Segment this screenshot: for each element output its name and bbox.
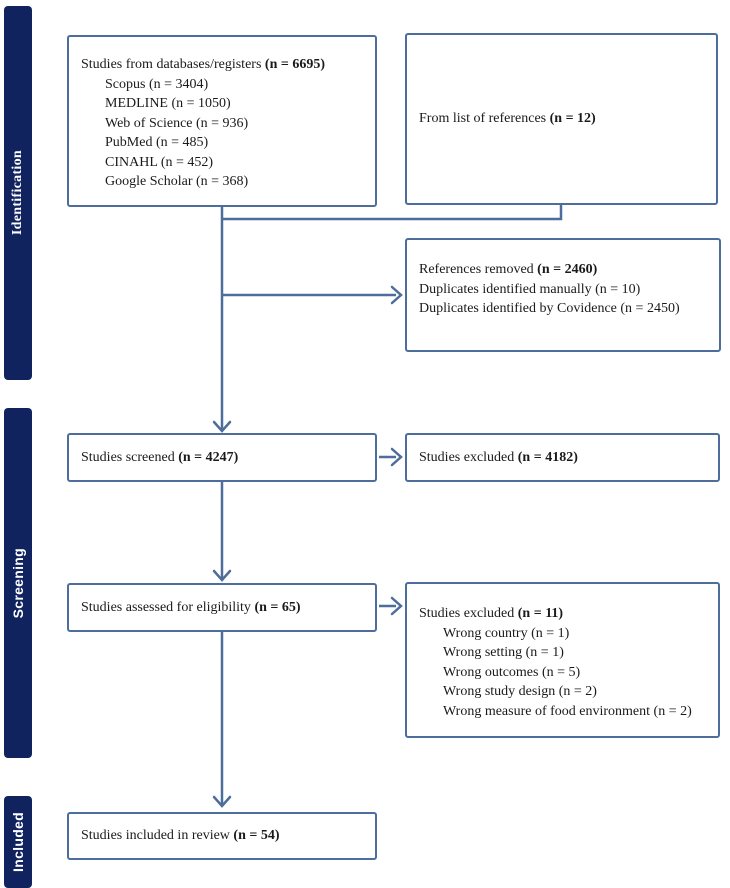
box-excluded-screening: Studies excluded (n = 4182) xyxy=(405,433,720,482)
box-databases: Studies from databases/registers (n = 66… xyxy=(67,35,377,207)
box-item-list: Wrong country (n = 1) Wrong setting (n = … xyxy=(419,624,706,722)
box-count: (n = 6695) xyxy=(264,57,325,72)
box-excluded-eligibility: Studies excluded (n = 11) Wrong country … xyxy=(405,582,720,738)
box-title: Studies included in review xyxy=(81,828,234,844)
box-title: Studies screened xyxy=(81,449,179,465)
arrowhead-included xyxy=(212,795,232,808)
list-item: Duplicates identified manually (n = 10) xyxy=(419,281,641,297)
arrowhead-removed xyxy=(390,285,403,305)
box-assessed: Studies assessed for eligibility (n = 65… xyxy=(67,583,377,632)
list-item: CINAHL (n = 452) xyxy=(105,154,214,170)
stage-bar-included: Included xyxy=(4,796,32,888)
list-item: Google Scholar (n = 368) xyxy=(105,174,249,189)
box-removed: References removed (n = 2460) Duplicates… xyxy=(405,238,721,352)
box-count: (n = 54) xyxy=(233,828,280,844)
list-item: Wrong country (n = 1) xyxy=(443,625,570,641)
stage-label-screening: Screening xyxy=(10,547,26,619)
box-title: Studies excluded xyxy=(419,449,518,465)
arrowhead-excluded-eligibility xyxy=(390,596,403,616)
box-count: (n = 11) xyxy=(517,606,564,621)
list-item: Scopus (n = 3404) xyxy=(105,76,209,92)
box-count: (n = 2460) xyxy=(537,262,598,277)
list-item: Duplicates identified by Covidence (n = … xyxy=(419,301,680,316)
box-title: From list of references xyxy=(419,111,550,127)
list-item: Wrong measure of food environment (n = 2… xyxy=(443,703,692,719)
box-count: (n = 4182) xyxy=(517,449,578,465)
list-item: PubMed (n = 485) xyxy=(105,135,209,150)
arrowhead-screened xyxy=(212,420,232,433)
box-references: From list of references (n = 12) xyxy=(405,33,718,205)
box-title: Studies excluded xyxy=(419,606,518,621)
box-screened: Studies screened (n = 4247) xyxy=(67,433,377,482)
box-item-list: Duplicates identified manually (n = 10) D… xyxy=(419,280,707,319)
box-title-line: Studies excluded (n = 11) xyxy=(419,604,706,624)
list-item: MEDLINE (n = 1050) xyxy=(105,96,231,111)
stage-label-identification: Identification xyxy=(10,150,25,236)
box-title: References removed xyxy=(419,262,538,277)
box-count: (n = 4247) xyxy=(178,449,239,465)
list-item: Wrong setting (n = 1) xyxy=(443,645,564,660)
box-item-list: Scopus (n = 3404) MEDLINE (n = 1050) Web o… xyxy=(81,75,363,192)
box-count: (n = 65) xyxy=(254,599,301,615)
stage-label-included: Included xyxy=(10,812,26,872)
list-item: Wrong outcomes (n = 5) xyxy=(443,664,581,680)
list-item: Wrong study design (n = 2) xyxy=(443,684,597,699)
box-title: Studies assessed for eligibility xyxy=(81,599,255,615)
box-count: (n = 12) xyxy=(549,111,596,127)
stage-bar-screening: Screening xyxy=(4,408,32,758)
box-title: Studies from databases/registers xyxy=(81,57,265,72)
box-title-line: References removed (n = 2460) xyxy=(419,260,707,280)
arrowhead-excluded-screening xyxy=(390,447,403,467)
box-title-line: Studies from databases/registers (n = 66… xyxy=(81,55,363,75)
arrowhead-assessed xyxy=(212,569,232,582)
box-included-review: Studies included in review (n = 54) xyxy=(67,812,377,860)
list-item: Web of Science (n = 936) xyxy=(105,115,249,131)
connector-references-merge xyxy=(222,205,563,221)
stage-bar-identification: Identification xyxy=(4,6,32,380)
